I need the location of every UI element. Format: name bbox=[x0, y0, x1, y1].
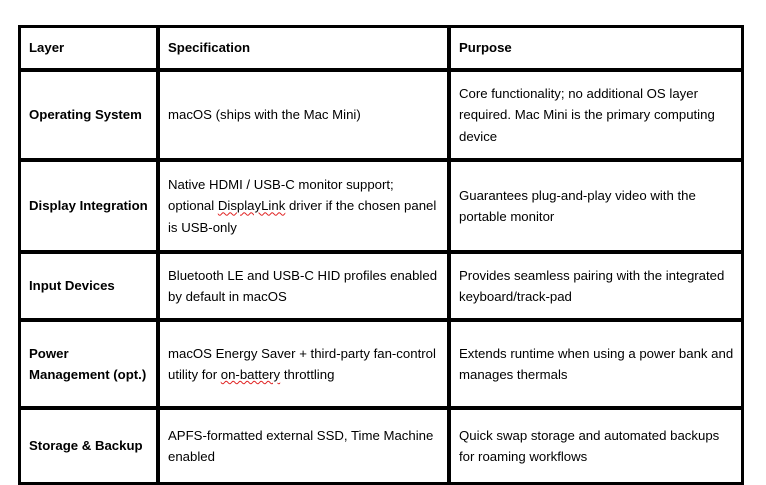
cell-purpose: Guarantees plug-and-play video with the … bbox=[450, 161, 742, 251]
cell-layer-text: Input Devices bbox=[29, 278, 115, 294]
spec-text-before: macOS (ships with the Mac Mini) bbox=[168, 107, 361, 123]
cell-purpose-text: Extends runtime when using a power bank … bbox=[459, 345, 734, 382]
cell-specification-text: macOS Energy Saver + third-party fan-con… bbox=[168, 343, 440, 386]
cell-purpose-text: Quick swap storage and automated backups… bbox=[459, 427, 720, 464]
cell-layer-text: Storage & Backup bbox=[29, 438, 143, 454]
column-header-layer-label: Layer bbox=[29, 40, 65, 56]
table-row: Input Devices Bluetooth LE and USB-C HID… bbox=[20, 253, 742, 319]
cell-specification: Native HDMI / USB-C monitor support; opt… bbox=[159, 161, 448, 251]
cell-layer: Operating System bbox=[20, 71, 157, 159]
cell-purpose-text: Core functionality; no additional OS lay… bbox=[459, 85, 715, 144]
spec-text-before: macOS Energy Saver + third-party fan-con… bbox=[168, 345, 436, 382]
cell-purpose: Extends runtime when using a power bank … bbox=[450, 321, 742, 407]
cell-purpose: Quick swap storage and automated backups… bbox=[450, 409, 742, 483]
spec-text-after: driver if the chosen panel is USB-only bbox=[168, 198, 437, 235]
cell-specification-text: APFS-formatted external SSD, Time Machin… bbox=[168, 425, 440, 468]
table-row: Power Management (opt.) macOS Energy Sav… bbox=[20, 321, 742, 407]
cell-specification: Bluetooth LE and USB-C HID profiles enab… bbox=[159, 253, 448, 319]
column-header-purpose: Purpose bbox=[450, 27, 742, 69]
spec-text-misspelled: on-battery bbox=[220, 367, 281, 382]
cell-specification: macOS Energy Saver + third-party fan-con… bbox=[159, 321, 448, 407]
cell-layer: Display Integration bbox=[20, 161, 157, 251]
column-header-layer: Layer bbox=[20, 27, 157, 69]
spec-text-after: throttling bbox=[280, 367, 335, 382]
cell-purpose-text: Guarantees plug-and-play video with the … bbox=[459, 187, 696, 224]
cell-specification-text: macOS (ships with the Mac Mini) bbox=[168, 104, 440, 125]
cell-specification: APFS-formatted external SSD, Time Machin… bbox=[159, 409, 448, 483]
document-page: Layer Specification Purpose Operating Sy… bbox=[18, 25, 744, 485]
cell-layer-text: Operating System bbox=[29, 107, 142, 123]
spec-text-misspelled: DisplayLink bbox=[217, 198, 286, 214]
table-header-row: Layer Specification Purpose bbox=[20, 27, 742, 69]
cell-purpose: Provides seamless pairing with the integ… bbox=[450, 253, 742, 319]
column-header-specification: Specification bbox=[159, 27, 448, 69]
column-header-purpose-label: Purpose bbox=[459, 40, 512, 56]
column-header-specification-label: Specification bbox=[168, 40, 251, 56]
table-row: Operating System macOS (ships with the M… bbox=[20, 71, 742, 159]
specification-table: Layer Specification Purpose Operating Sy… bbox=[18, 25, 744, 485]
spec-text-before: APFS-formatted external SSD, Time Machin… bbox=[168, 427, 434, 464]
cell-layer-text: Power Management (opt.) bbox=[29, 345, 147, 382]
spec-text-before: Native HDMI / USB-C monitor support; opt… bbox=[168, 176, 394, 214]
cell-layer: Power Management (opt.) bbox=[20, 321, 157, 407]
cell-specification-text: Bluetooth LE and USB-C HID profiles enab… bbox=[168, 265, 440, 308]
cell-purpose-text: Provides seamless pairing with the integ… bbox=[459, 267, 725, 304]
cell-purpose: Core functionality; no additional OS lay… bbox=[450, 71, 742, 159]
cell-specification: macOS (ships with the Mac Mini) bbox=[159, 71, 448, 159]
table-row: Display Integration Native HDMI / USB-C … bbox=[20, 161, 742, 251]
spec-text-before: Bluetooth LE and USB-C HID profiles enab… bbox=[168, 267, 438, 304]
cell-layer-text: Display Integration bbox=[29, 198, 148, 214]
cell-layer: Storage & Backup bbox=[20, 409, 157, 483]
table-row: Storage & Backup APFS-formatted external… bbox=[20, 409, 742, 483]
cell-layer: Input Devices bbox=[20, 253, 157, 319]
cell-specification-text: Native HDMI / USB-C monitor support; opt… bbox=[168, 174, 440, 238]
